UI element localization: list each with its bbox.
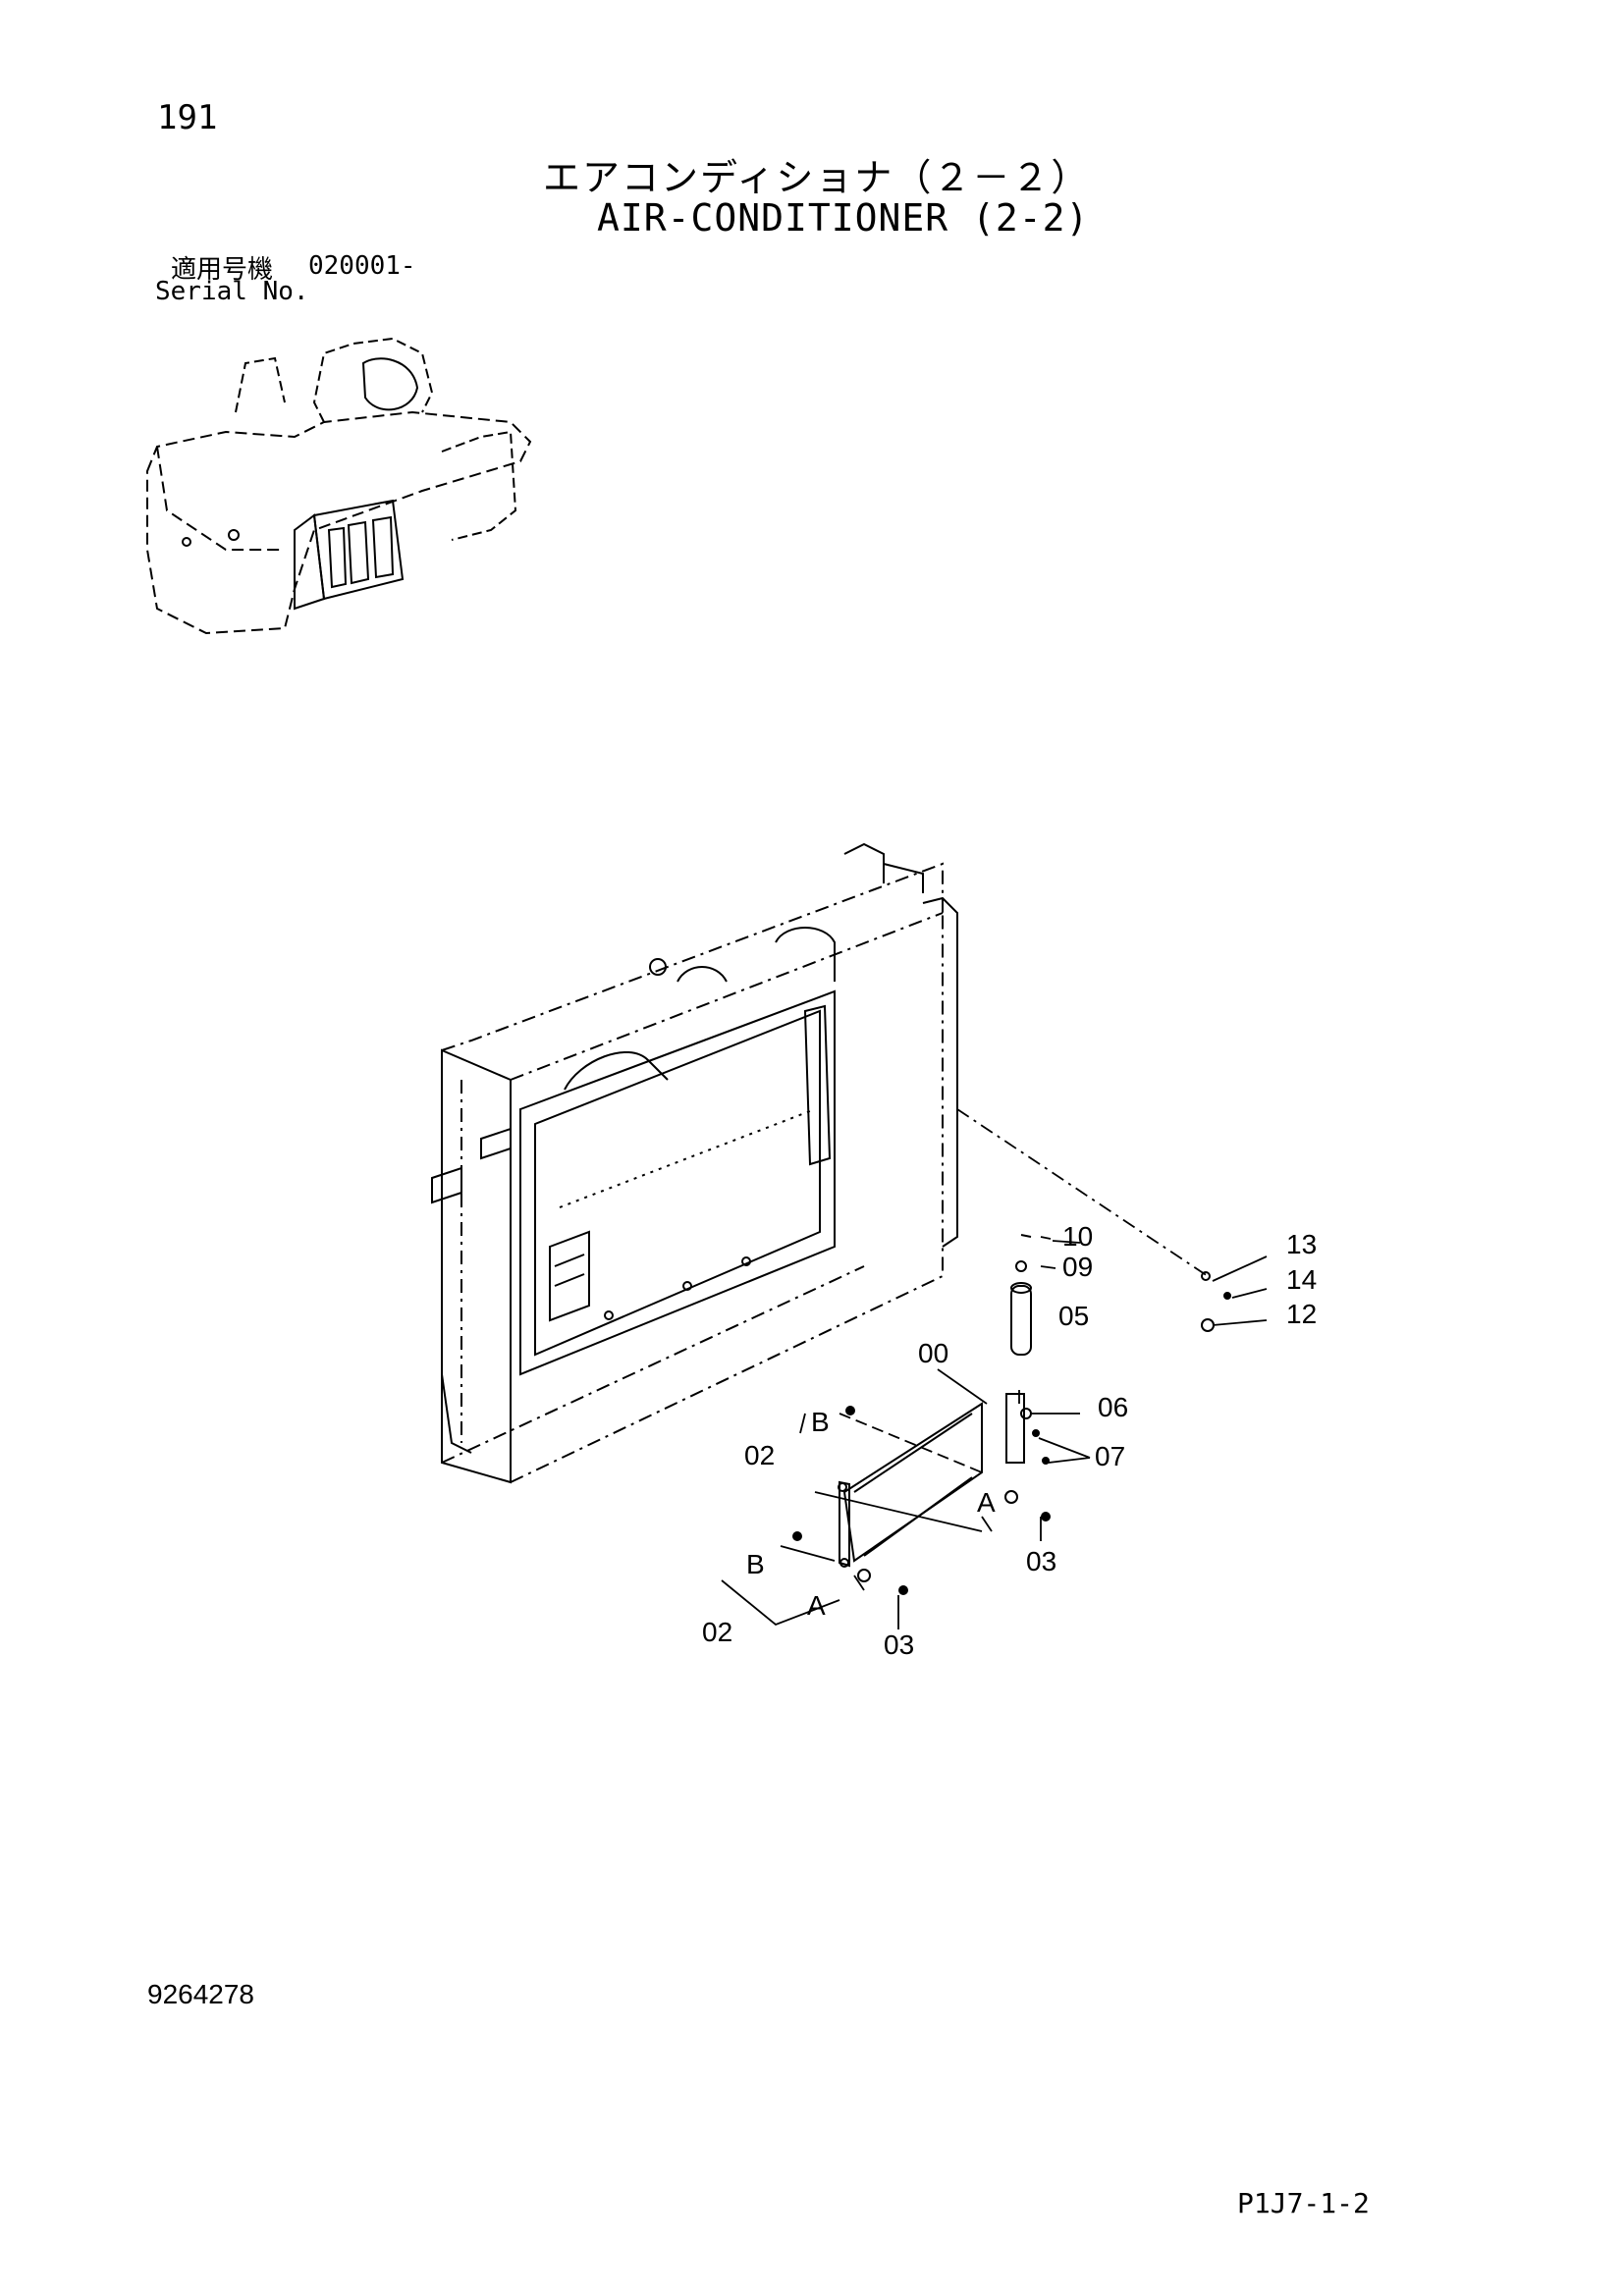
callout-02-lower: 02 xyxy=(702,1617,732,1647)
callout-03-upper: 03 xyxy=(1026,1546,1056,1576)
bolt-02-upper xyxy=(845,1406,855,1415)
condenser-part-00 xyxy=(838,1402,983,1568)
document-number: 9264278 xyxy=(147,1979,255,2009)
bolt-03-upper xyxy=(1041,1512,1051,1522)
bracket-06 xyxy=(1005,1393,1025,1464)
bolt-03-lower xyxy=(898,1585,908,1595)
bolt-13 xyxy=(1201,1271,1211,1281)
nut-12 xyxy=(1201,1318,1215,1332)
callout-02-upper: 02 xyxy=(744,1440,775,1470)
ref-a-upper: A xyxy=(977,1487,996,1518)
washer-a-lower xyxy=(857,1569,871,1582)
washer-a-upper xyxy=(1004,1490,1018,1504)
ref-b-lower: B xyxy=(746,1549,765,1579)
page-code: P1J7-1-2 xyxy=(1237,2187,1370,2219)
callout-06: 06 xyxy=(1098,1392,1128,1422)
callout-09: 09 xyxy=(1062,1252,1093,1282)
nut-09 xyxy=(1015,1260,1027,1272)
callout-10: 10 xyxy=(1062,1221,1093,1252)
main-frame-assembly xyxy=(431,842,958,1484)
title-japanese: エアコンディショナ（２－２） xyxy=(543,156,1091,199)
callout-03-lower: 03 xyxy=(884,1629,914,1660)
leader-lines xyxy=(721,1108,1268,1629)
serial-range: 020001- xyxy=(308,251,416,281)
serial-label-english: Serial No. xyxy=(155,277,309,306)
callout-labels: 00 02 02 03 03 05 06 07 09 10 12 13 14 A… xyxy=(702,1221,1317,1660)
hardware-parts xyxy=(792,1234,1231,1595)
ref-a-lower: A xyxy=(807,1590,826,1621)
callout-13: 13 xyxy=(1286,1229,1317,1259)
ref-b-upper: B xyxy=(811,1407,830,1437)
serial-label-japanese: 適用号機 xyxy=(171,255,274,285)
washer-14 xyxy=(1223,1292,1231,1300)
bolt-02-lower xyxy=(792,1531,802,1541)
title-english: AIR-CONDITIONER (2-2) xyxy=(597,196,1090,240)
callout-07: 07 xyxy=(1095,1441,1125,1471)
bolt-07-a xyxy=(1032,1429,1040,1437)
page-number: 191 xyxy=(157,98,218,137)
callout-14: 14 xyxy=(1286,1264,1317,1295)
callout-12: 12 xyxy=(1286,1299,1317,1329)
callout-05: 05 xyxy=(1058,1301,1089,1331)
machine-overview-illustration xyxy=(146,337,532,635)
bolt-07-b xyxy=(1042,1457,1050,1465)
receiver-05 xyxy=(1010,1285,1032,1356)
callout-00: 00 xyxy=(918,1338,948,1368)
screw-10 xyxy=(1020,1234,1032,1238)
